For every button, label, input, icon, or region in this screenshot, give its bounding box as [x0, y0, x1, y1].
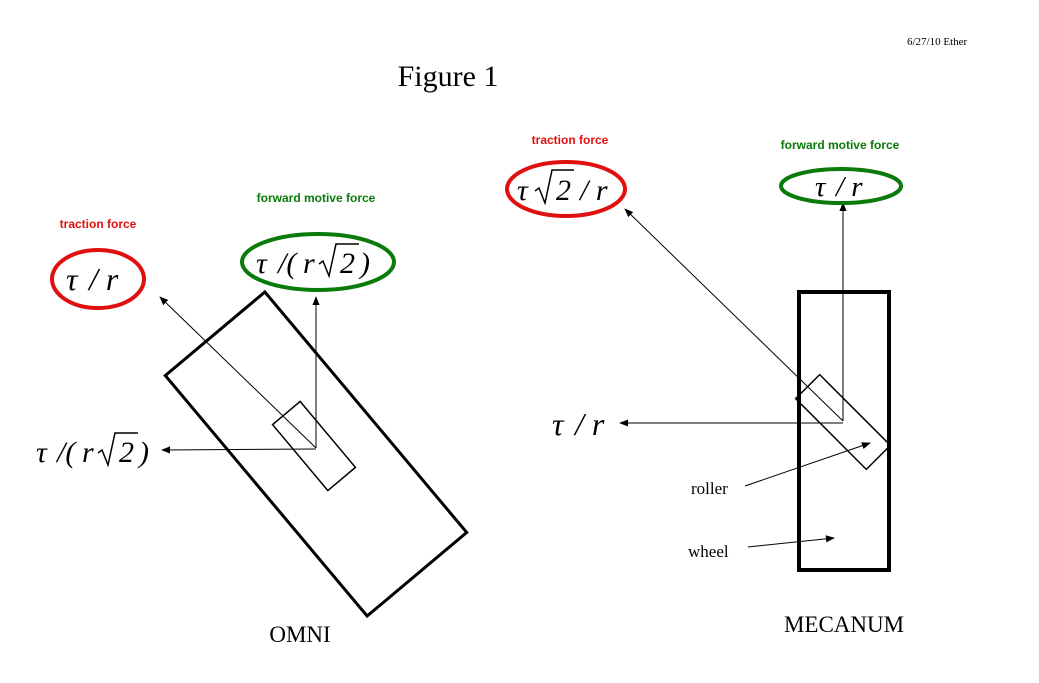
svg-text:2: 2 — [119, 436, 134, 469]
omni-traction-ellipse — [50, 248, 146, 310]
mecanum-forward-formula: τ / r — [815, 171, 863, 203]
omni-traction-arrow — [159, 296, 317, 449]
roller-pointer — [744, 442, 871, 487]
mecanum-side-formula: τ / r — [552, 406, 605, 442]
date-stamp: 6/27/10 Ether — [907, 36, 968, 48]
omni-traction-label: traction force — [60, 217, 137, 231]
figure-title: Figure 1 — [398, 60, 499, 93]
svg-text:τ: τ — [256, 247, 268, 280]
svg-text:/ r: / r — [834, 171, 863, 203]
omni-forward-formula: τ /( r 2 ) — [256, 243, 370, 280]
mecanum-forward-label: forward motive force — [781, 138, 900, 152]
omni-diagram: traction force τ / r forward motive forc… — [36, 191, 469, 647]
mecanum-traction-arrow — [624, 208, 844, 422]
svg-text:r: r — [82, 436, 94, 469]
svg-text:τ: τ — [66, 261, 79, 297]
svg-text:τ: τ — [36, 436, 48, 469]
omni-side-arrow — [161, 446, 317, 454]
wheel-label: wheel — [688, 542, 729, 561]
svg-text:τ: τ — [815, 171, 827, 203]
svg-text:/(: /( — [276, 247, 298, 280]
omni-traction-formula: τ / r — [66, 261, 119, 297]
mecanum-traction-ellipse — [505, 160, 627, 218]
omni-caption: OMNI — [269, 622, 330, 647]
roller-label: roller — [691, 479, 728, 498]
svg-text:/(: /( — [55, 436, 77, 469]
wheel-pointer — [747, 535, 835, 548]
svg-text:/ r: / r — [87, 261, 119, 297]
mecanum-traction-label: traction force — [532, 133, 609, 147]
omni-wheel — [163, 289, 469, 619]
omni-roller — [271, 400, 357, 492]
mecanum-wheel — [797, 290, 891, 572]
svg-text:): ) — [137, 436, 149, 469]
svg-text:/ r: / r — [578, 174, 608, 207]
mecanum-traction-formula: τ 2 / r — [517, 169, 608, 207]
svg-text:r: r — [303, 247, 315, 280]
mecanum-caption: MECANUM — [784, 612, 904, 637]
svg-text:2: 2 — [556, 174, 571, 207]
omni-side-formula: τ /( r 2 ) — [36, 432, 149, 469]
omni-forward-label: forward motive force — [257, 191, 376, 205]
svg-text:): ) — [358, 247, 370, 280]
mecanum-forward-ellipse — [779, 167, 903, 205]
mecanum-diagram: traction force τ 2 / r forward motive fo… — [505, 133, 904, 637]
omni-forward-ellipse — [240, 232, 396, 292]
svg-text:2: 2 — [340, 247, 355, 280]
svg-text:τ: τ — [517, 174, 529, 207]
svg-text:τ: τ — [552, 406, 565, 442]
svg-text:/ r: / r — [573, 406, 605, 442]
